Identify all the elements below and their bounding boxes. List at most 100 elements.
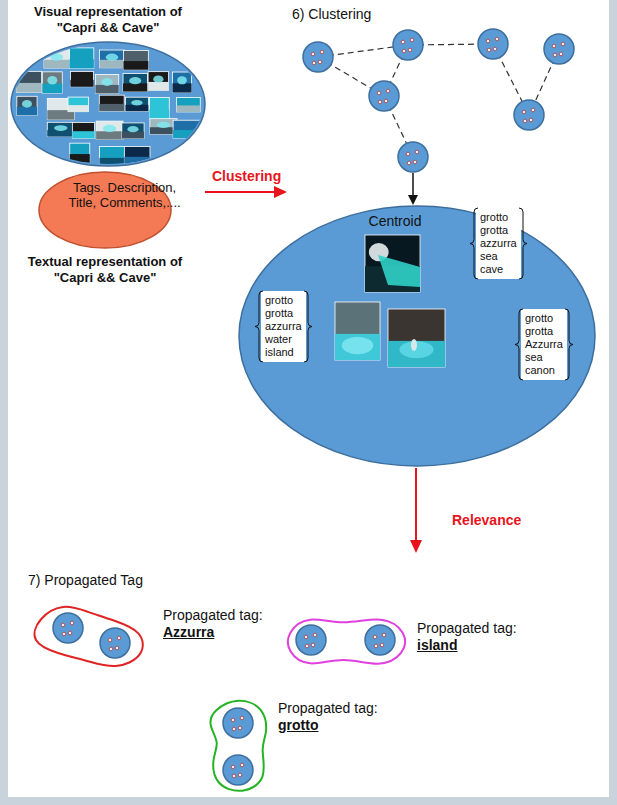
cluster-dot [313, 633, 317, 637]
cluster-circle [223, 708, 253, 738]
cluster-dot [304, 635, 308, 639]
node-text: grotto grotta azzurra sea cave [480, 211, 517, 276]
cluster-circle [398, 142, 428, 172]
node-text: grotto grotta Azzurra sea canon [525, 312, 563, 377]
cluster-dot [487, 48, 491, 52]
node-shape [18, 598, 149, 674]
node-shape [283, 612, 411, 672]
loop-outline [35, 607, 143, 666]
cluster-dot [522, 110, 526, 114]
cluster-circle [223, 755, 253, 785]
cluster-circle [544, 34, 574, 64]
photo [177, 98, 201, 112]
cluster-dot [320, 50, 324, 54]
propagation-loop: Propagated tag:grotto [198, 695, 382, 799]
cluster-dot [240, 716, 244, 720]
cluster-dot [523, 119, 527, 123]
arrow-label: Clustering [212, 168, 281, 184]
photo [148, 72, 169, 91]
brace [565, 309, 573, 380]
photo [95, 75, 118, 94]
swimmer [411, 339, 417, 351]
node-text: Tags. Description, Title, Comments,.... [65, 180, 185, 210]
cluster-circle [514, 100, 544, 130]
cluster-dot [552, 44, 556, 48]
photo [125, 97, 148, 111]
cluster-circle [369, 81, 399, 111]
arrow-line [205, 191, 275, 193]
cluster-dot [305, 644, 309, 648]
propagation-loop: Propagated tag:Azzurra [18, 598, 267, 674]
cluster-dot [232, 774, 236, 778]
cluster-ellipse: Centroidgrotto grotta azzurra sea cavegr… [238, 205, 596, 467]
cluster-dot [531, 108, 535, 112]
arrow-head [274, 186, 287, 198]
cluster-dot [115, 646, 119, 650]
cluster-dot [374, 644, 378, 648]
photo [47, 122, 74, 136]
cluster-graph [303, 29, 574, 172]
photo-collage [16, 48, 200, 167]
cluster-dot [553, 53, 557, 57]
cluster-dot [318, 60, 322, 64]
brace [519, 208, 527, 279]
node-text: Propagated tag: [163, 607, 263, 624]
node-text: Textual representation of "Capri && Cave… [20, 254, 190, 286]
cluster-dot [311, 52, 315, 56]
list-ground [476, 208, 521, 279]
photo [69, 48, 93, 69]
brace [515, 309, 523, 380]
cluster-dot [382, 633, 386, 637]
arrow-line [415, 468, 417, 541]
loop-outline [288, 619, 405, 663]
visual-ellipse: Visual representation of "Capri && Cave" [8, 4, 208, 168]
cluster-circle [393, 30, 423, 60]
cluster-dot [231, 765, 235, 769]
cluster-dot [312, 61, 316, 65]
photo [123, 73, 147, 91]
photo [44, 50, 69, 68]
photo [172, 72, 191, 93]
arrow-line [412, 173, 414, 196]
photo [335, 302, 380, 360]
node-text: Propagated tag: [278, 700, 378, 717]
photo [124, 146, 150, 165]
cluster-circle [365, 625, 395, 655]
photo [99, 147, 125, 168]
cluster-dot [231, 718, 235, 722]
cluster-dot [495, 37, 499, 41]
cluster-dot [238, 726, 242, 730]
cluster-dot [108, 638, 112, 642]
cluster-circle [478, 29, 508, 59]
cluster-dot [378, 100, 382, 104]
photo [70, 71, 93, 86]
cluster-dot [62, 632, 66, 636]
arrow-label: Relevance [452, 512, 521, 528]
photo [68, 97, 88, 112]
cluster-dot [486, 39, 490, 43]
brace [304, 291, 312, 362]
cluster-dot [70, 621, 74, 625]
node-text: Propagated tag: [417, 620, 517, 637]
cluster-dot [415, 150, 419, 154]
tag-list: grotto grotta Azzurra sea canon [513, 308, 575, 381]
loop-outline [210, 701, 266, 791]
cluster-dot [493, 47, 497, 51]
tag-list: grotto grotta azzurra sea cave [468, 207, 529, 280]
node-text: Centroid [369, 213, 422, 229]
cluster-dot [410, 38, 414, 42]
photo [16, 71, 41, 92]
cluster-dot [117, 636, 121, 640]
light-beam [378, 255, 420, 287]
list-ground [261, 291, 306, 362]
photo [122, 123, 144, 139]
section-label: 6) Clustering [292, 6, 371, 22]
photo [100, 50, 125, 68]
textual-ellipse: Tags. Description, Title, Comments,....T… [30, 170, 190, 286]
photo [72, 122, 94, 138]
cluster-links [318, 44, 559, 157]
node-shape [198, 695, 272, 799]
photo [99, 95, 124, 111]
node-text: grotto grotta azzurra water island [265, 294, 302, 359]
